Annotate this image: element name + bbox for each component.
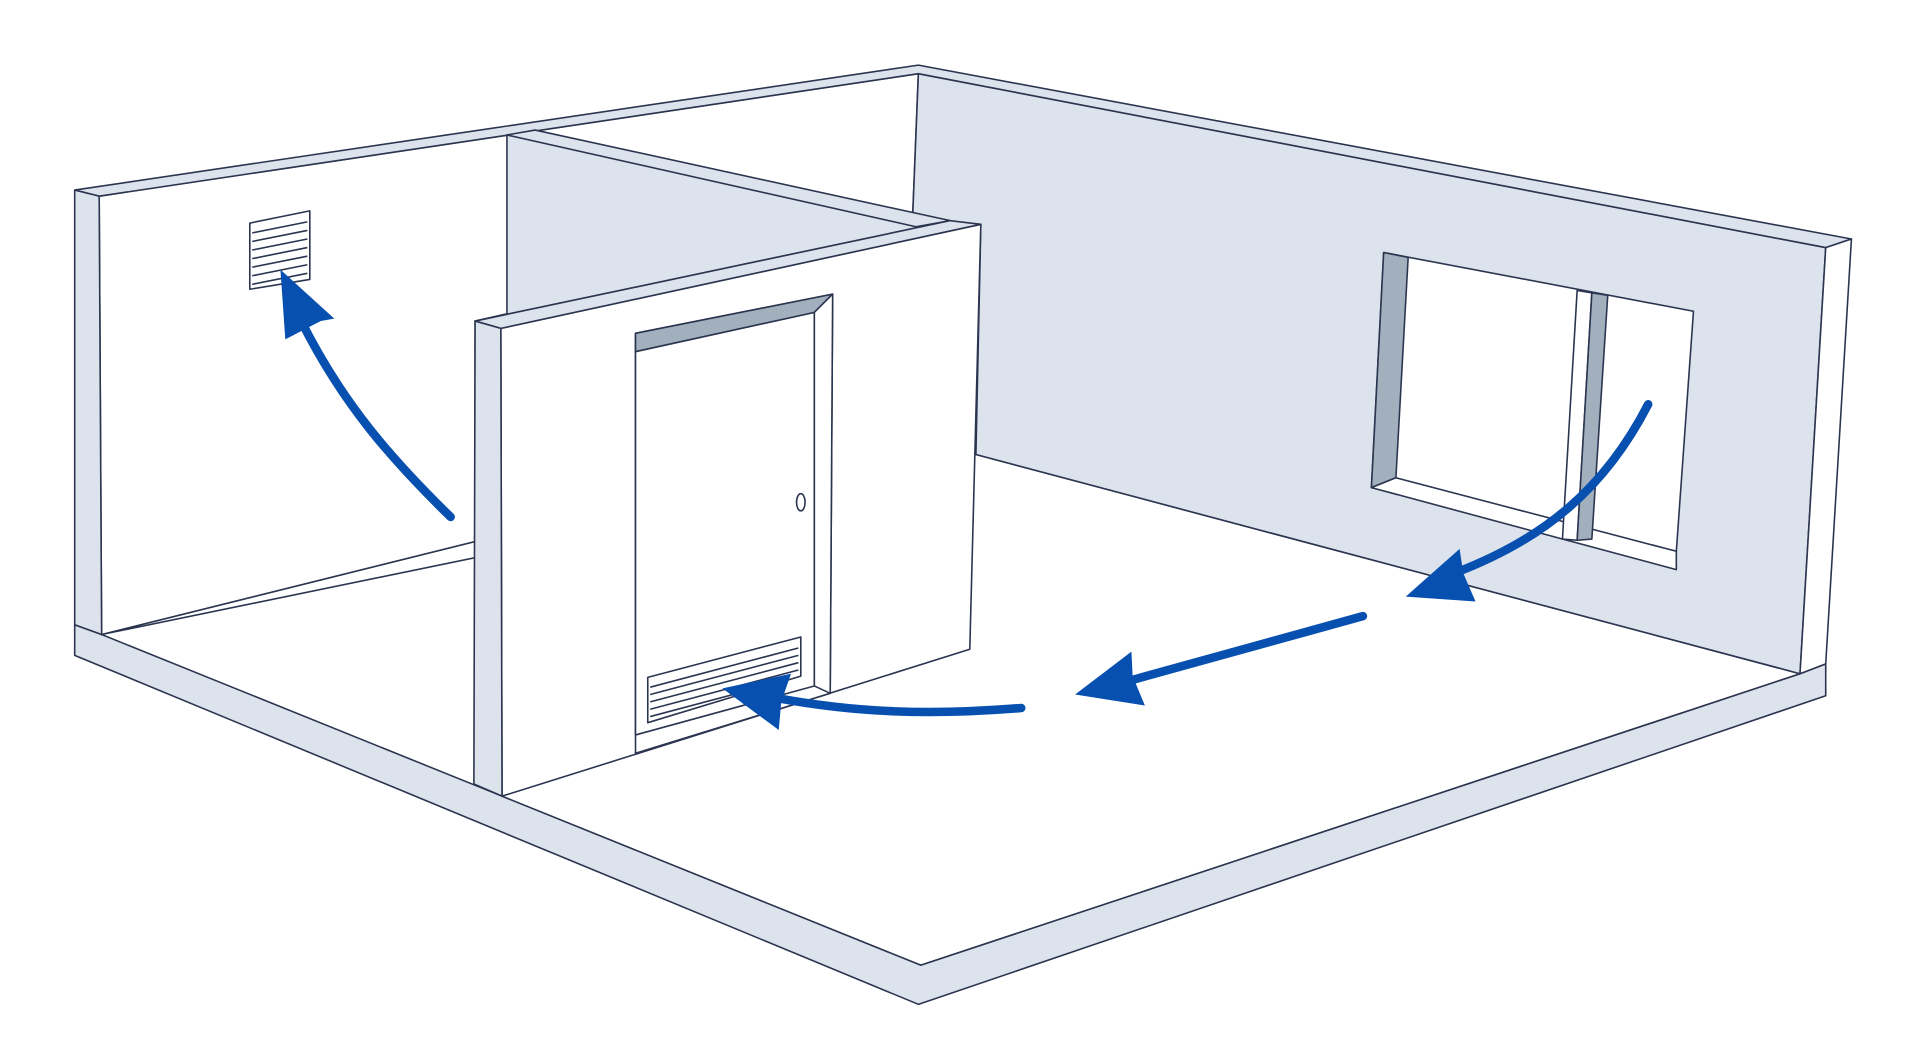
airflow-arrow-icon: [1075, 611, 1368, 706]
door-knob-icon: [795, 492, 806, 512]
wall-vent-icon: [249, 210, 311, 291]
left-wall-end: [73, 189, 103, 636]
right-wall-end: [1799, 238, 1853, 675]
window: [1370, 251, 1695, 571]
airflow-arrow-icon: [722, 673, 1026, 731]
partition-end: [473, 320, 503, 797]
door: [634, 293, 834, 755]
airflow-arrow-icon: [280, 269, 455, 522]
airflow-arrow-icon: [1405, 400, 1653, 602]
